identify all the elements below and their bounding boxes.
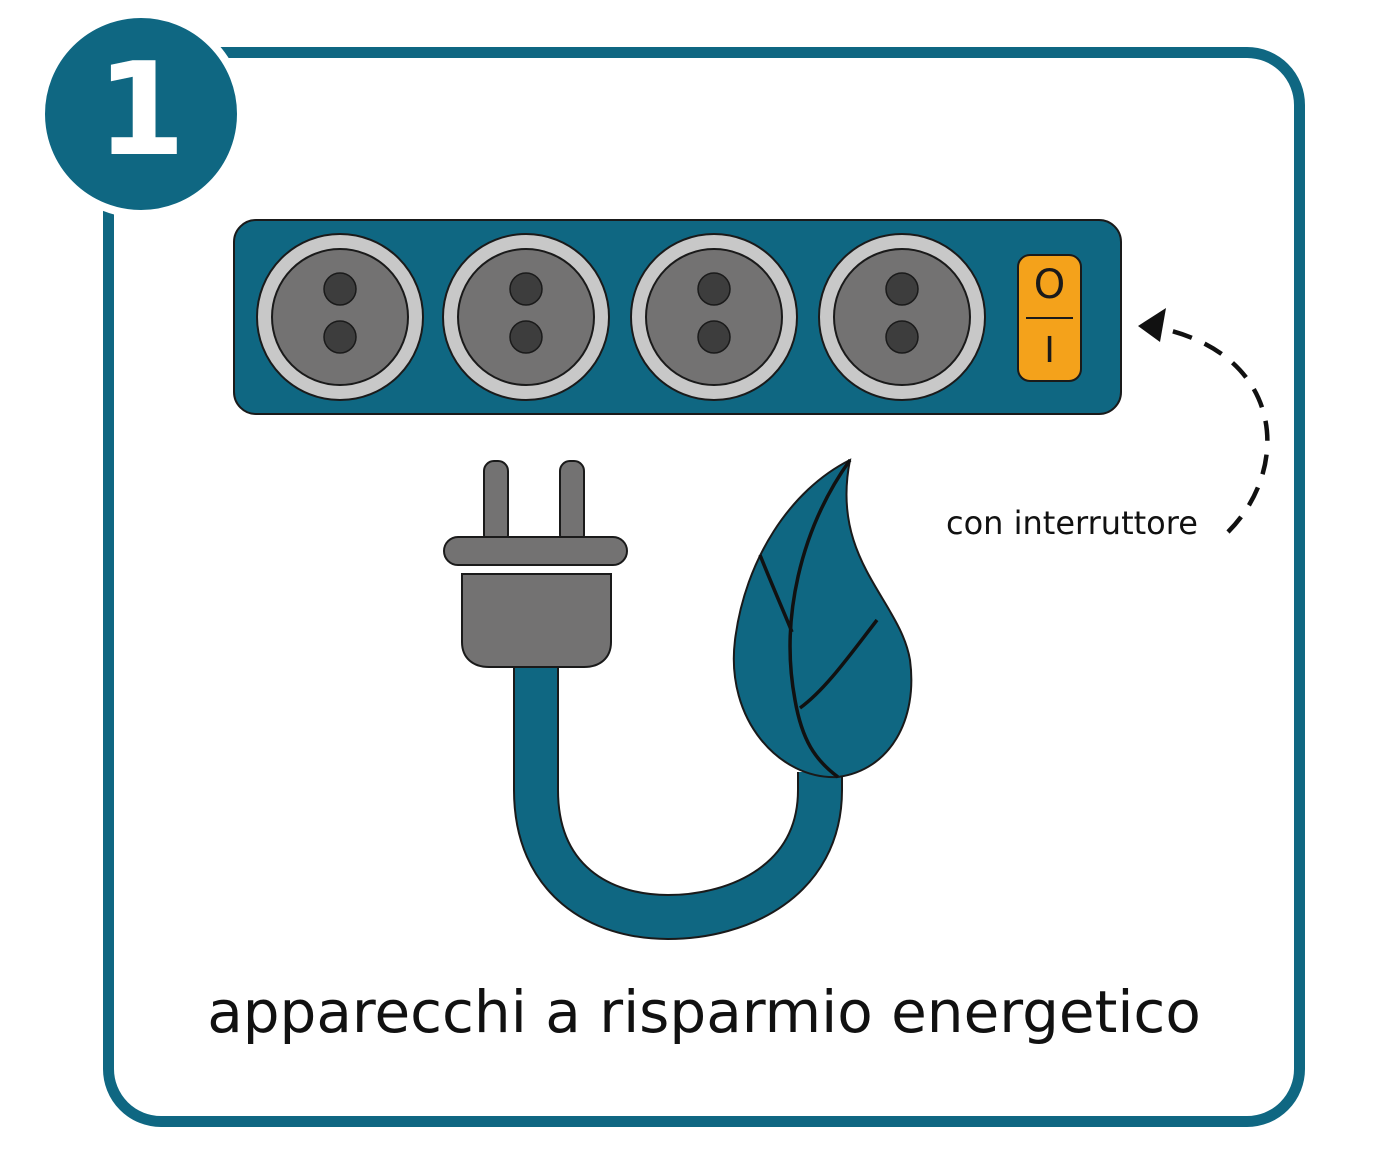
socket-icon xyxy=(818,233,986,401)
step-number-badge: 1 xyxy=(37,10,245,218)
power-strip-icon: O I xyxy=(233,219,1122,415)
socket-icon xyxy=(256,233,424,401)
socket-icon xyxy=(442,233,610,401)
dashed-arrow-icon xyxy=(1138,308,1270,534)
plug-icon xyxy=(443,460,628,668)
step-number: 1 xyxy=(96,36,186,185)
leaf-icon xyxy=(732,458,913,779)
main-caption: apparecchi a risparmio energetico xyxy=(207,978,1201,1046)
power-switch-icon: O I xyxy=(1017,254,1082,382)
switch-caption: con interruttore xyxy=(946,504,1198,542)
switch-off-symbol: O xyxy=(1034,262,1065,308)
switch-on-symbol: I xyxy=(1044,330,1055,371)
socket-icon xyxy=(630,233,798,401)
cable-icon xyxy=(513,666,843,941)
